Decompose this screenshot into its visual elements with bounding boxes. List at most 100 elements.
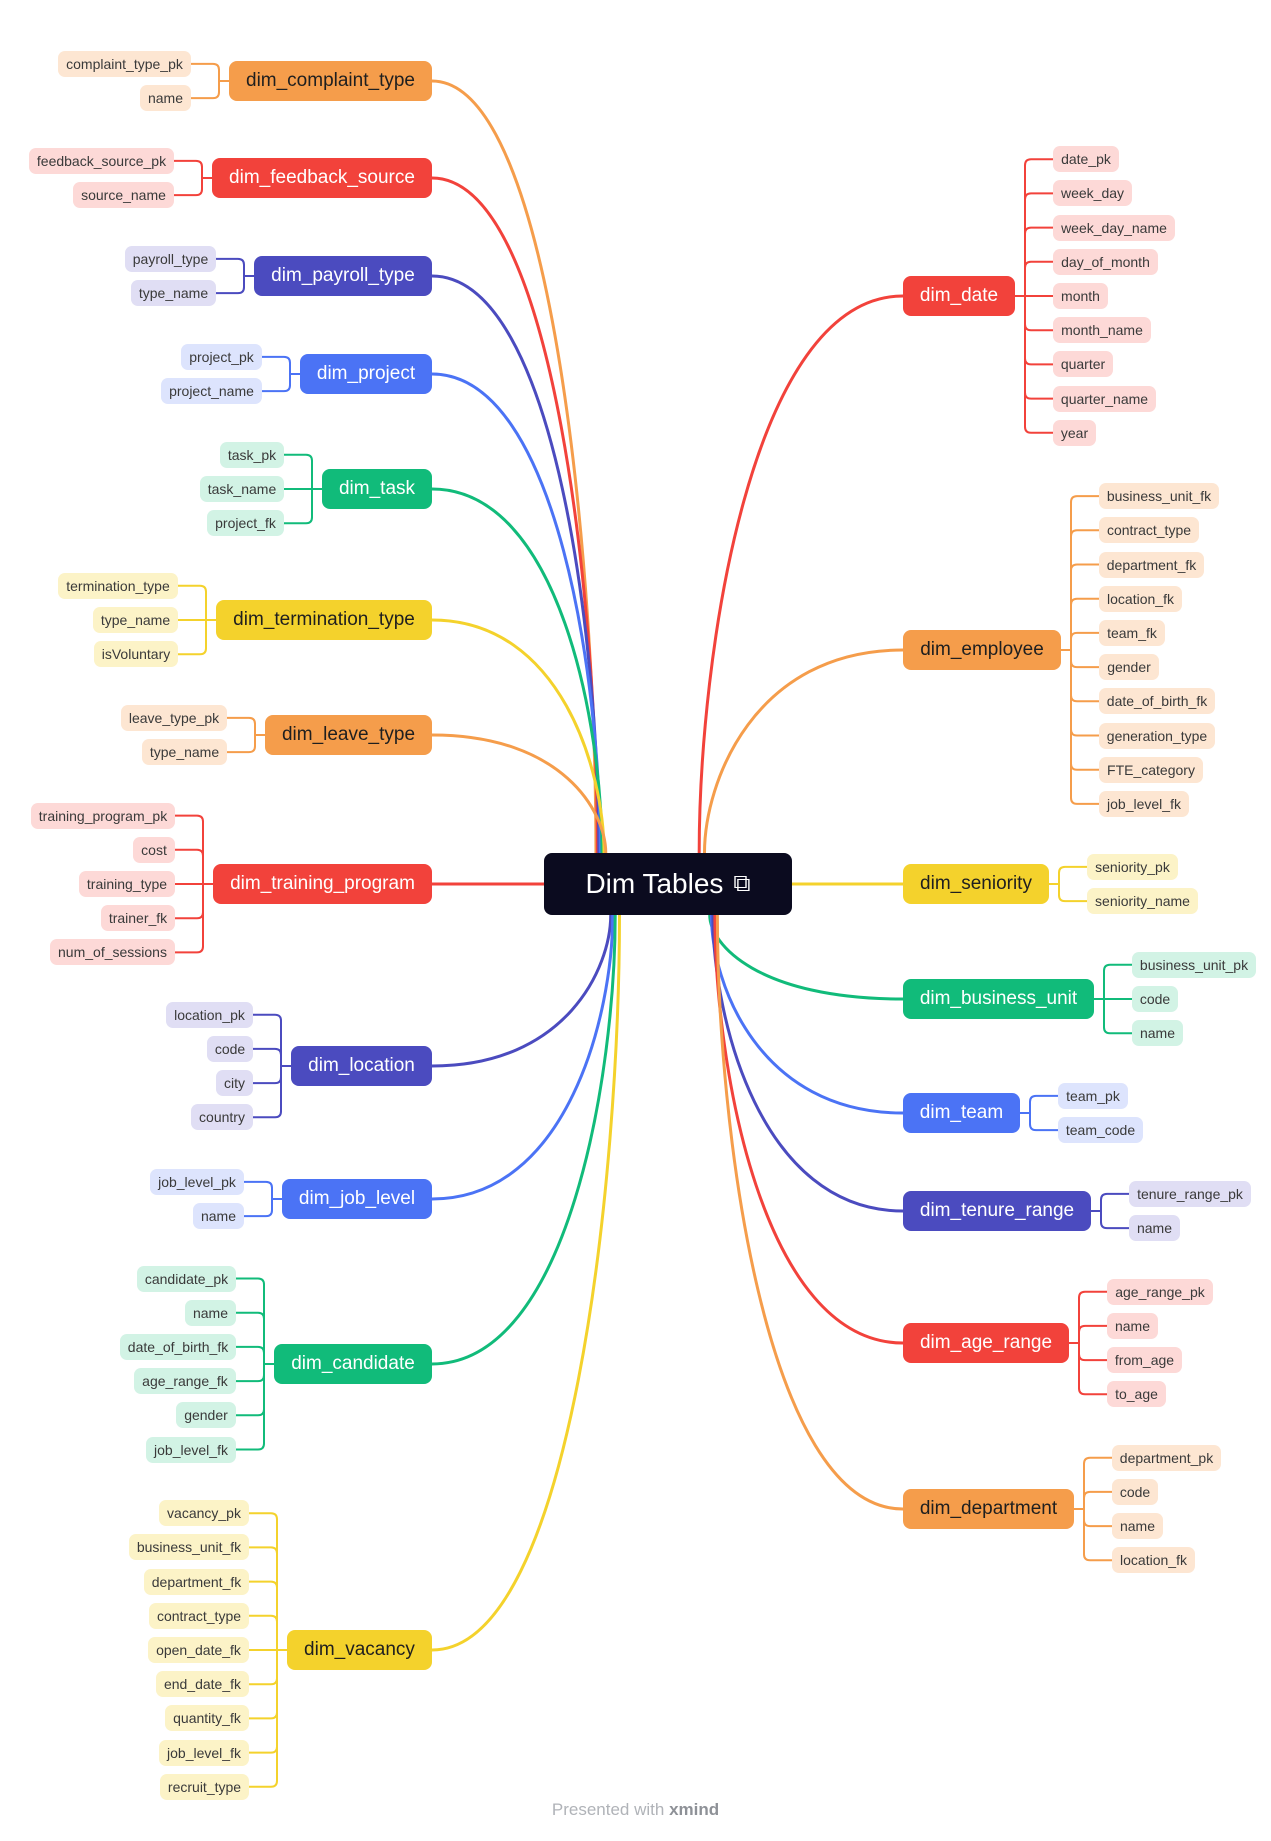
table-dim-job-level[interactable]: dim_job_level [282,1179,432,1219]
table-dim-project[interactable]: dim_project [300,354,432,394]
field-year[interactable]: year [1053,419,1096,446]
field-type-name[interactable]: type_name [142,739,227,766]
field-name[interactable]: name [185,1299,236,1326]
field-age-range-fk[interactable]: age_range_fk [134,1368,236,1395]
field-end-date-fk[interactable]: end_date_fk [156,1671,249,1698]
table-dim-department[interactable]: dim_department [903,1489,1074,1529]
field-department-pk[interactable]: department_pk [1112,1444,1221,1471]
field-day-of-month[interactable]: day_of_month [1053,248,1158,275]
field-contract-type[interactable]: contract_type [149,1602,249,1629]
field-team-pk[interactable]: team_pk [1058,1082,1128,1109]
field-business-unit-pk[interactable]: business_unit_pk [1132,951,1256,978]
field-job-level-pk[interactable]: job_level_pk [150,1168,244,1195]
table-dim-candidate[interactable]: dim_candidate [274,1344,432,1384]
field-quantity-fk[interactable]: quantity_fk [165,1705,249,1732]
field-to-age[interactable]: to_age [1107,1381,1166,1408]
field-location-fk[interactable]: location_fk [1099,585,1182,612]
field-location-fk[interactable]: location_fk [1112,1547,1195,1574]
field-name[interactable]: name [140,85,191,112]
table-dim-team[interactable]: dim_team [903,1093,1020,1133]
field-code[interactable]: code [207,1035,253,1062]
root-topic[interactable]: Dim Tables ⧉ [544,853,792,915]
table-dim-date[interactable]: dim_date [903,276,1015,316]
field-generation-type[interactable]: generation_type [1099,722,1215,749]
field-team-fk[interactable]: team_fk [1099,619,1165,646]
table-dim-complaint-type[interactable]: dim_complaint_type [229,61,432,101]
field-department-fk[interactable]: department_fk [1099,551,1204,578]
table-dim-payroll-type[interactable]: dim_payroll_type [254,256,432,296]
field-age-range-pk[interactable]: age_range_pk [1107,1278,1213,1305]
field-payroll-type[interactable]: payroll_type [125,245,216,272]
field-gender[interactable]: gender [1099,654,1159,681]
field-tenure-range-pk[interactable]: tenure_range_pk [1129,1180,1251,1207]
field-gender[interactable]: gender [176,1402,236,1429]
table-dim-feedback-source[interactable]: dim_feedback_source [212,158,432,198]
field-name[interactable]: name [1107,1312,1158,1339]
field-quarter-name[interactable]: quarter_name [1053,385,1156,412]
field-job-level-fk[interactable]: job_level_fk [159,1739,249,1766]
field-date-pk[interactable]: date_pk [1053,146,1119,173]
field-job-level-fk[interactable]: job_level_fk [1099,790,1189,817]
field-team-code[interactable]: team_code [1058,1117,1143,1144]
field-termination-type[interactable]: termination_type [58,572,178,599]
field-isvoluntary[interactable]: isVoluntary [94,641,178,668]
table-dim-training-program[interactable]: dim_training_program [213,864,432,904]
field-business-unit-fk[interactable]: business_unit_fk [129,1534,249,1561]
field-project-fk[interactable]: project_fk [207,510,284,537]
field-business-unit-fk[interactable]: business_unit_fk [1099,483,1219,510]
table-dim-seniority[interactable]: dim_seniority [903,864,1049,904]
field-date-of-birth-fk[interactable]: date_of_birth_fk [120,1333,236,1360]
field-candidate-pk[interactable]: candidate_pk [137,1265,236,1292]
field-type-name[interactable]: type_name [131,280,216,307]
field-from-age[interactable]: from_age [1107,1347,1182,1374]
table-dim-location[interactable]: dim_location [291,1046,432,1086]
field-fte-category[interactable]: FTE_category [1099,756,1203,783]
table-dim-vacancy[interactable]: dim_vacancy [287,1630,432,1670]
table-dim-age-range[interactable]: dim_age_range [903,1323,1069,1363]
field-type-name[interactable]: type_name [93,607,178,633]
field-feedback-source-pk[interactable]: feedback_source_pk [29,147,174,174]
table-dim-business-unit[interactable]: dim_business_unit [903,979,1094,1019]
field-seniority-pk[interactable]: seniority_pk [1087,853,1178,880]
field-name[interactable]: name [193,1203,244,1230]
field-seniority-name[interactable]: seniority_name [1087,888,1198,915]
field-vacancy-pk[interactable]: vacancy_pk [159,1500,249,1527]
field-date-of-birth-fk[interactable]: date_of_birth_fk [1099,688,1215,715]
field-open-date-fk[interactable]: open_date_fk [148,1637,249,1663]
field-project-pk[interactable]: project_pk [181,343,262,370]
field-month[interactable]: month [1053,283,1108,309]
field-training-type[interactable]: training_type [79,871,175,897]
field-city[interactable]: city [216,1070,253,1097]
field-department-fk[interactable]: department_fk [144,1568,249,1595]
field-cost[interactable]: cost [133,836,175,863]
field-num-of-sessions[interactable]: num_of_sessions [50,939,175,966]
field-name[interactable]: name [1112,1513,1163,1540]
table-dim-termination-type[interactable]: dim_termination_type [216,600,432,640]
table-dim-task[interactable]: dim_task [322,469,432,509]
field-code[interactable]: code [1132,986,1178,1012]
field-name[interactable]: name [1132,1020,1183,1047]
field-code[interactable]: code [1112,1478,1158,1505]
field-complaint-type-pk[interactable]: complaint_type_pk [58,50,191,77]
field-week-day-name[interactable]: week_day_name [1053,214,1175,241]
field-training-program-pk[interactable]: training_program_pk [31,802,175,829]
field-trainer-fk[interactable]: trainer_fk [101,905,175,932]
field-location-pk[interactable]: location_pk [166,1001,253,1028]
field-task-pk[interactable]: task_pk [220,441,284,468]
table-dim-employee[interactable]: dim_employee [903,630,1061,670]
table-dim-leave-type[interactable]: dim_leave_type [265,715,432,755]
field-country[interactable]: country [191,1104,253,1131]
field-job-level-fk[interactable]: job_level_fk [146,1436,236,1463]
field-source-name[interactable]: source_name [73,182,174,209]
table-dim-tenure-range[interactable]: dim_tenure_range [903,1191,1091,1231]
field-project-name[interactable]: project_name [161,378,262,405]
field-month-name[interactable]: month_name [1053,317,1151,344]
field-leave-type-pk[interactable]: leave_type_pk [121,704,227,731]
field-quarter[interactable]: quarter [1053,351,1113,378]
connector-line [173,159,203,168]
field-name[interactable]: name [1129,1215,1180,1242]
field-contract-type[interactable]: contract_type [1099,517,1199,544]
field-recruit-type[interactable]: recruit_type [160,1773,249,1800]
field-task-name[interactable]: task_name [200,476,284,502]
field-week-day[interactable]: week_day [1053,180,1132,207]
